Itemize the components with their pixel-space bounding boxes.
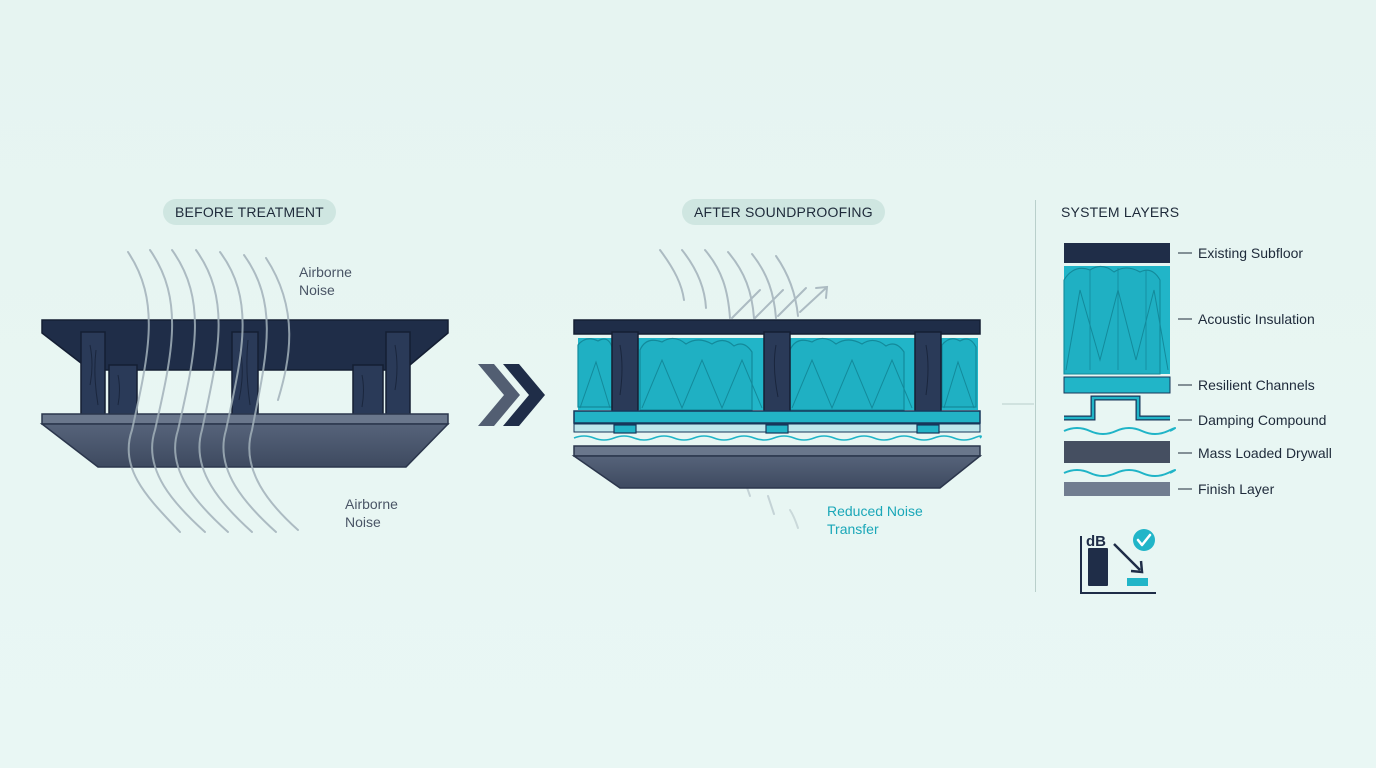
legend-swatch-drywall bbox=[1064, 441, 1170, 463]
legend-swatch-damping bbox=[1064, 395, 1170, 421]
after-damping-compound bbox=[573, 435, 982, 441]
after-assembly bbox=[571, 249, 983, 529]
legend-label-subfloor: Existing Subfloor bbox=[1198, 245, 1304, 261]
before-joist bbox=[80, 331, 106, 417]
legend-label-finish: Finish Layer bbox=[1198, 481, 1275, 497]
insulation-zigzag bbox=[579, 358, 975, 410]
legend-label-damping: Damping Compound bbox=[1198, 412, 1327, 428]
after-title: AFTER SOUNDPROOFING bbox=[682, 199, 885, 225]
airborne-noise-bottom-label: Airborne Noise bbox=[345, 495, 398, 531]
before-joist bbox=[108, 364, 138, 417]
before-ceiling-panel bbox=[39, 423, 450, 468]
legend-label-resilient: Resilient Channels bbox=[1198, 377, 1315, 393]
airborne-noise-bottom-line1: Airborne bbox=[345, 496, 398, 512]
airborne-noise-top-label: Airborne Noise bbox=[299, 263, 352, 299]
airborne-noise-top-line1: Airborne bbox=[299, 264, 352, 280]
legend-label-drywall: Mass Loaded Drywall bbox=[1198, 445, 1332, 461]
legend-swatch-resilient bbox=[1063, 376, 1171, 394]
after-ceiling-panel bbox=[571, 455, 983, 489]
section-divider bbox=[1035, 200, 1036, 592]
legend-label-insulation: Acoustic Insulation bbox=[1198, 311, 1315, 327]
db-reduction-check-icon bbox=[1080, 529, 1156, 594]
system-layers-title: SYSTEM LAYERS bbox=[1061, 204, 1180, 220]
layers-legend bbox=[1063, 243, 1192, 496]
after-resilient-channel bbox=[573, 410, 981, 424]
after-noise-waves bbox=[659, 249, 829, 529]
before-title: BEFORE TREATMENT bbox=[163, 199, 336, 225]
before-noise-waves bbox=[127, 249, 299, 533]
reduced-noise-line2: Transfer bbox=[827, 521, 879, 537]
airborne-noise-bottom-line2: Noise bbox=[345, 514, 381, 530]
reduced-noise-line1: Reduced Noise bbox=[827, 503, 923, 519]
db-label: dB bbox=[1086, 533, 1106, 550]
before-joist bbox=[231, 331, 259, 417]
legend-swatch-finish bbox=[1064, 482, 1170, 496]
after-subfloor bbox=[573, 319, 981, 335]
before-assembly bbox=[39, 249, 450, 533]
double-chevron-right-icon bbox=[478, 364, 545, 426]
airborne-noise-top-line2: Noise bbox=[299, 282, 335, 298]
before-joist bbox=[352, 364, 384, 417]
reduced-noise-label: Reduced Noise Transfer bbox=[827, 502, 923, 538]
legend-swatch-subfloor bbox=[1064, 243, 1170, 263]
before-joist bbox=[385, 331, 411, 417]
